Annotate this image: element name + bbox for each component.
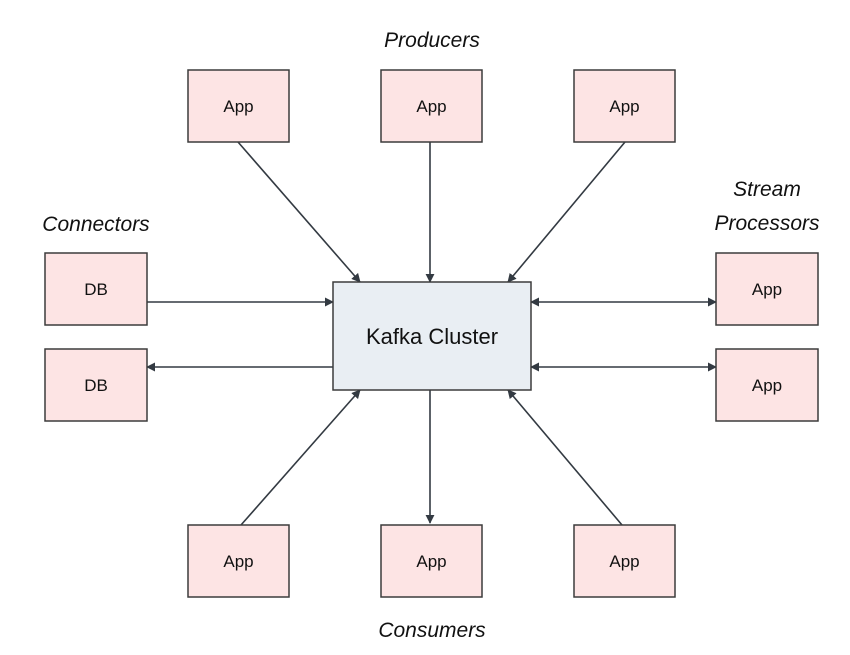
producer-node: App [573, 69, 676, 143]
node-label: App [752, 280, 782, 299]
producers-label: Producers [384, 29, 480, 52]
producer-node: App [187, 69, 290, 143]
kafka-cluster-label: Kafka Cluster [366, 324, 498, 349]
node-label: App [752, 376, 782, 395]
edge-consumer-1 [240, 389, 361, 526]
node-label: App [416, 97, 446, 116]
node-label: App [223, 552, 253, 571]
kafka-cluster-node: Kafka Cluster [332, 281, 532, 391]
connectors-label: Connectors [42, 213, 150, 236]
stream-processors-label-line1: Stream [733, 178, 801, 201]
edge-producer-1 [237, 141, 361, 283]
stream-processor-node: App [715, 348, 819, 422]
node-label: App [416, 552, 446, 571]
edge-consumer-3 [507, 389, 623, 526]
node-label: DB [84, 280, 108, 299]
stream-processors-label-line2: Processors [714, 212, 820, 235]
edge-producer-3 [507, 141, 626, 283]
connector-node: DB [44, 348, 148, 422]
producer-node: App [380, 69, 483, 143]
connector-node: DB [44, 252, 148, 326]
consumer-node: App [573, 524, 676, 598]
node-label: DB [84, 376, 108, 395]
consumer-node: App [380, 524, 483, 598]
node-label: App [223, 97, 253, 116]
node-label: App [609, 552, 639, 571]
consumers-label: Consumers [378, 619, 486, 642]
stream-processor-node: App [715, 252, 819, 326]
node-label: App [609, 97, 639, 116]
consumer-node: App [187, 524, 290, 598]
